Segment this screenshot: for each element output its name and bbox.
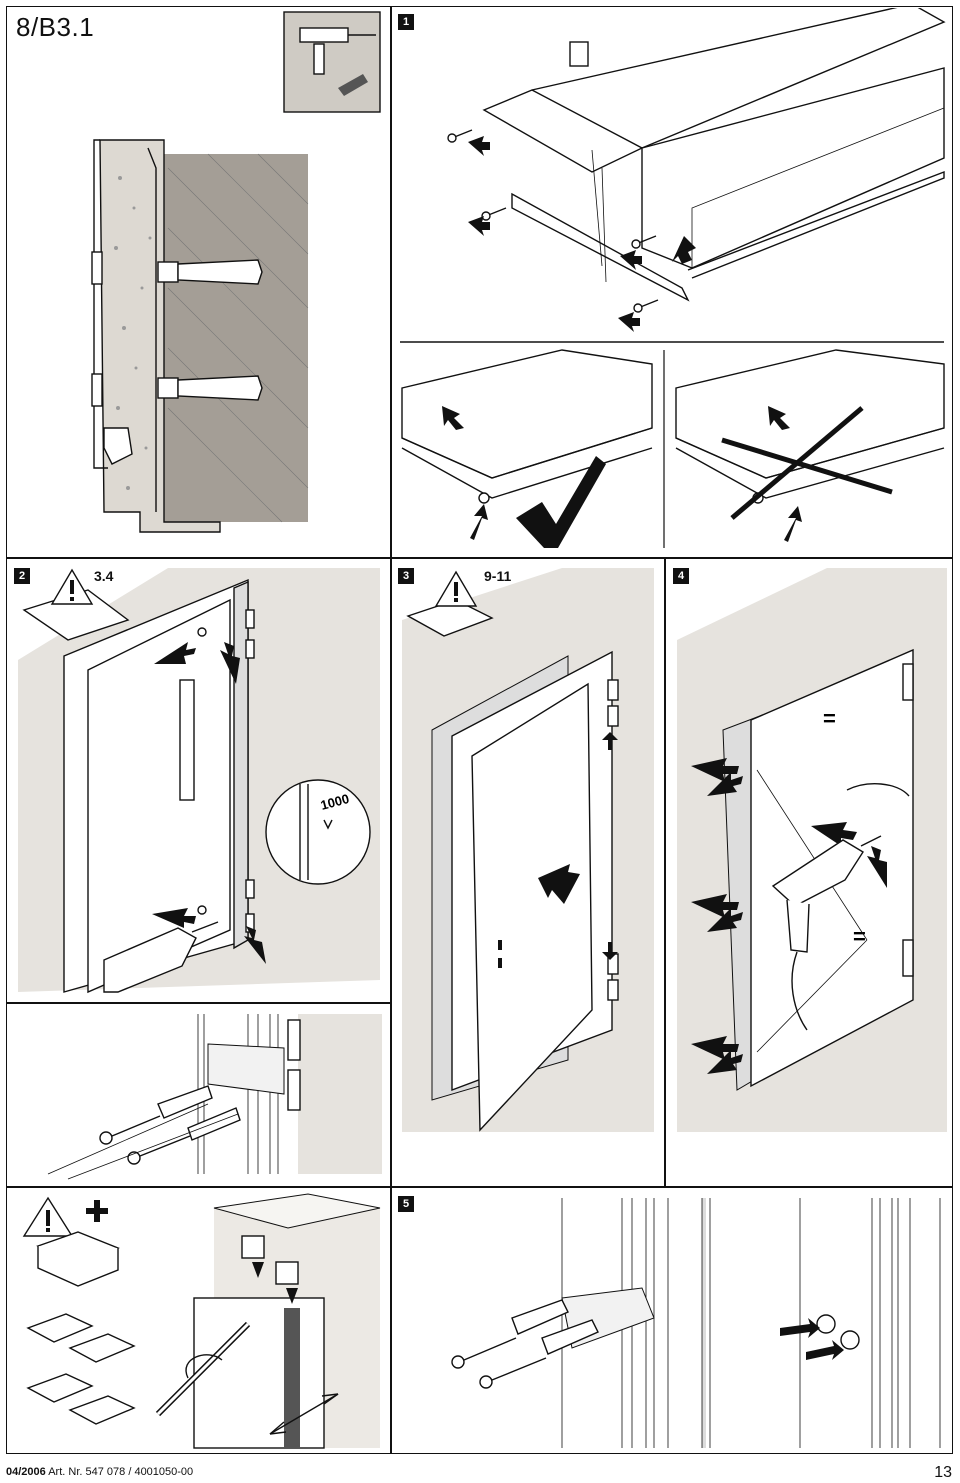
screw-icon: [99, 1115, 191, 1165]
panel-step-2: 2 3.4 1000: [8, 560, 388, 1000]
divider-right-row: [390, 1186, 953, 1188]
equal-sign-bottom: =: [853, 924, 866, 949]
warning-icon: [434, 570, 478, 607]
step-3-badge: 3: [398, 568, 414, 584]
arrow-icon: [468, 136, 696, 332]
warning-icon: [50, 568, 94, 605]
screw-icon: [447, 129, 659, 313]
panel-step-1: 1: [392, 8, 952, 556]
step-4-badge: 4: [673, 568, 689, 584]
divider-vertical-main: [390, 6, 392, 1454]
equal-sign-top: =: [823, 706, 836, 731]
dowel-icon: [157, 259, 263, 401]
panel-step-2-dowels: [8, 1004, 388, 1184]
panel-step-5: 5: [392, 1188, 952, 1452]
cross-icon: [721, 406, 893, 520]
warning-icon: [22, 1196, 74, 1237]
screw-icon: [451, 1337, 547, 1389]
footer-art-number: 547 078 / 4001050-00: [85, 1466, 194, 1478]
footer-date: 04/2006: [6, 1466, 46, 1478]
page-frame: [6, 6, 953, 1454]
drill-icon: [771, 835, 882, 1031]
panel-step-3: 3 9-11: [392, 560, 662, 1184]
step-2-ref: 3.4: [94, 568, 114, 584]
dowel-icon: [511, 1299, 599, 1355]
divider-row-1: [6, 557, 953, 559]
panel-step-2-kit: [8, 1188, 388, 1452]
step-1-badge: 1: [398, 14, 414, 30]
step-3-ref: 9-11: [484, 568, 512, 584]
panel-wall-section: [8, 8, 388, 556]
footer-art-label: Art. Nr.: [48, 1466, 83, 1478]
check-icon: [516, 456, 606, 548]
divider-left-sub-2: [6, 1186, 390, 1188]
page-number: 13: [934, 1464, 952, 1481]
panel-step-4: 4 = =: [667, 560, 952, 1184]
step-2-badge: 2: [14, 568, 30, 584]
divider-left-sub-1: [6, 1002, 390, 1004]
drill-icon: [299, 27, 376, 75]
step-5-badge: 5: [398, 1196, 414, 1212]
measure-1000: 1000: [319, 791, 351, 813]
dowel-icon: [157, 1085, 241, 1141]
page-title: 8/B3.1: [16, 12, 95, 42]
drill-icon: [103, 921, 219, 993]
footer-meta: 04/2006 Art. Nr. 547 078 / 4001050-00: [6, 1466, 193, 1478]
divider-vertical-right: [664, 557, 666, 1187]
plus-icon: [86, 1200, 108, 1222]
